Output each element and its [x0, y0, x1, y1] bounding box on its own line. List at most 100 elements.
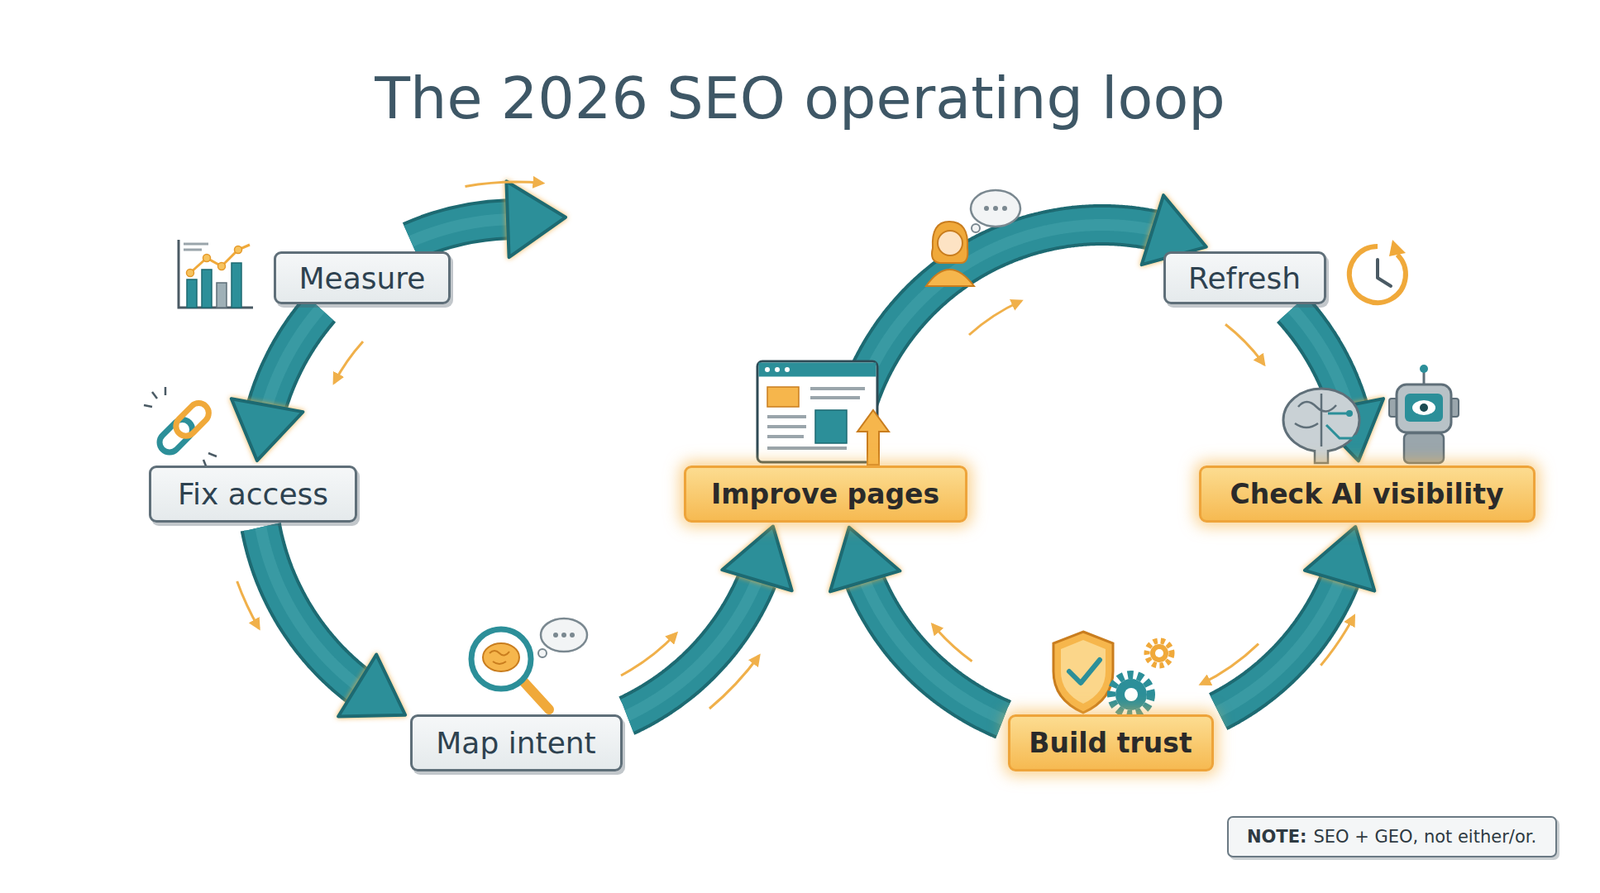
bar-chart-icon: [178, 239, 254, 308]
note-box: NOTE:SEO + GEO, not either/or.: [1227, 816, 1558, 858]
magnifier-handle: [522, 680, 550, 710]
brain-icon: [1283, 388, 1360, 464]
chart-dot: [234, 246, 243, 254]
bubble-dot: [993, 205, 999, 211]
gear: [1115, 678, 1147, 711]
step-box: Fix access: [148, 465, 358, 523]
page-frame: [757, 361, 878, 463]
band-sheen: [260, 527, 358, 686]
robot-body: [1404, 433, 1444, 464]
shield: [1053, 631, 1113, 713]
page-bar: [759, 362, 877, 378]
band-outline: [845, 224, 1153, 461]
magnifier-brain-icon: [471, 618, 588, 710]
band-sheen: [845, 224, 1153, 461]
person-body: [926, 269, 975, 287]
brain-shape: [1283, 388, 1360, 452]
band-sheen: [410, 219, 508, 242]
flow-hint: [1225, 324, 1265, 365]
brain-shape: [482, 643, 520, 672]
page-lines: [767, 388, 865, 449]
bubble-dot: [561, 632, 567, 638]
loop-connector: [626, 526, 792, 717]
magnifier-lens: [471, 629, 531, 689]
band: [626, 580, 757, 717]
highlight-step-box: Build trust: [1007, 714, 1214, 772]
page-dot: [774, 367, 780, 373]
web-page-icon: [757, 361, 889, 465]
robot-head: [1396, 384, 1452, 433]
band: [864, 581, 1003, 720]
shield-inner: [1060, 640, 1106, 704]
clock-hands: [1377, 259, 1391, 287]
robot-screen: [1404, 393, 1443, 422]
band: [267, 308, 320, 406]
up-arrow: [857, 410, 889, 465]
band-sheen: [267, 308, 320, 406]
step-box: Measure: [273, 251, 451, 305]
band-outline: [410, 219, 508, 242]
band: [260, 527, 358, 686]
band-sheen: [864, 581, 1003, 720]
flow-hint: [969, 300, 1022, 335]
chain-links: [155, 399, 213, 457]
spark-line: [164, 386, 168, 396]
chart-line: [183, 248, 202, 252]
robot-pupil: [1419, 403, 1429, 412]
arrowhead: [1304, 526, 1375, 592]
step-box: Map intent: [410, 714, 623, 772]
brain-fold: [1294, 393, 1337, 447]
chart-bar: [186, 279, 197, 308]
speech-bubble: [970, 190, 1021, 227]
clock-face: [1349, 246, 1406, 303]
gear-hole: [1124, 687, 1138, 702]
chart-bar: [231, 262, 242, 308]
step-label: Refresh: [1188, 261, 1301, 296]
step-box: Refresh: [1163, 251, 1327, 305]
note-heading: NOTE:: [1246, 826, 1308, 847]
arrowhead: [830, 527, 900, 593]
chain-link-icon: [143, 386, 217, 469]
band-outline: [864, 581, 1003, 720]
antenna-tip: [1419, 364, 1429, 373]
band-outline: [626, 580, 757, 717]
bubble-dot: [538, 649, 547, 658]
brain-stem: [1314, 449, 1328, 464]
thought-bubble: [540, 618, 588, 652]
spark-line: [143, 405, 153, 407]
chart-axis: [178, 239, 254, 308]
flow-hint: [465, 181, 544, 187]
gear: [1150, 644, 1169, 663]
page-dot: [764, 367, 770, 373]
flow-hint-arrows: [237, 181, 1355, 709]
bubble-dot: [983, 205, 989, 211]
step-label: Check AI visibility: [1229, 477, 1504, 511]
highlight-step-box: Improve pages: [683, 465, 968, 523]
clock-arrow: [1389, 239, 1406, 257]
person-head: [937, 230, 963, 256]
circuit-dot: [1352, 434, 1360, 442]
diagram-title: The 2026 SEO operating loop: [0, 69, 1600, 128]
chart-bar: [201, 269, 212, 308]
loop-connector: [845, 195, 1207, 461]
chart-bar: [216, 282, 227, 308]
band-outline: [260, 527, 358, 686]
band: [1217, 580, 1340, 712]
band-arrowhead: [506, 181, 566, 258]
arrowhead: [231, 398, 304, 461]
chain-link: [171, 399, 213, 440]
band: [845, 224, 1153, 461]
arrowhead: [721, 526, 792, 592]
step-label: Map intent: [435, 725, 596, 760]
brain-fold: [489, 650, 510, 664]
loop-connector: [1217, 526, 1375, 712]
step-label: Build trust: [1028, 726, 1192, 760]
page-block: [767, 386, 799, 407]
spark-line: [208, 453, 217, 457]
chart-dot: [218, 262, 226, 271]
step-label: Measure: [299, 261, 426, 296]
note-text: SEO + GEO, not either/or.: [1313, 826, 1537, 847]
band-sheen: [1217, 580, 1340, 712]
